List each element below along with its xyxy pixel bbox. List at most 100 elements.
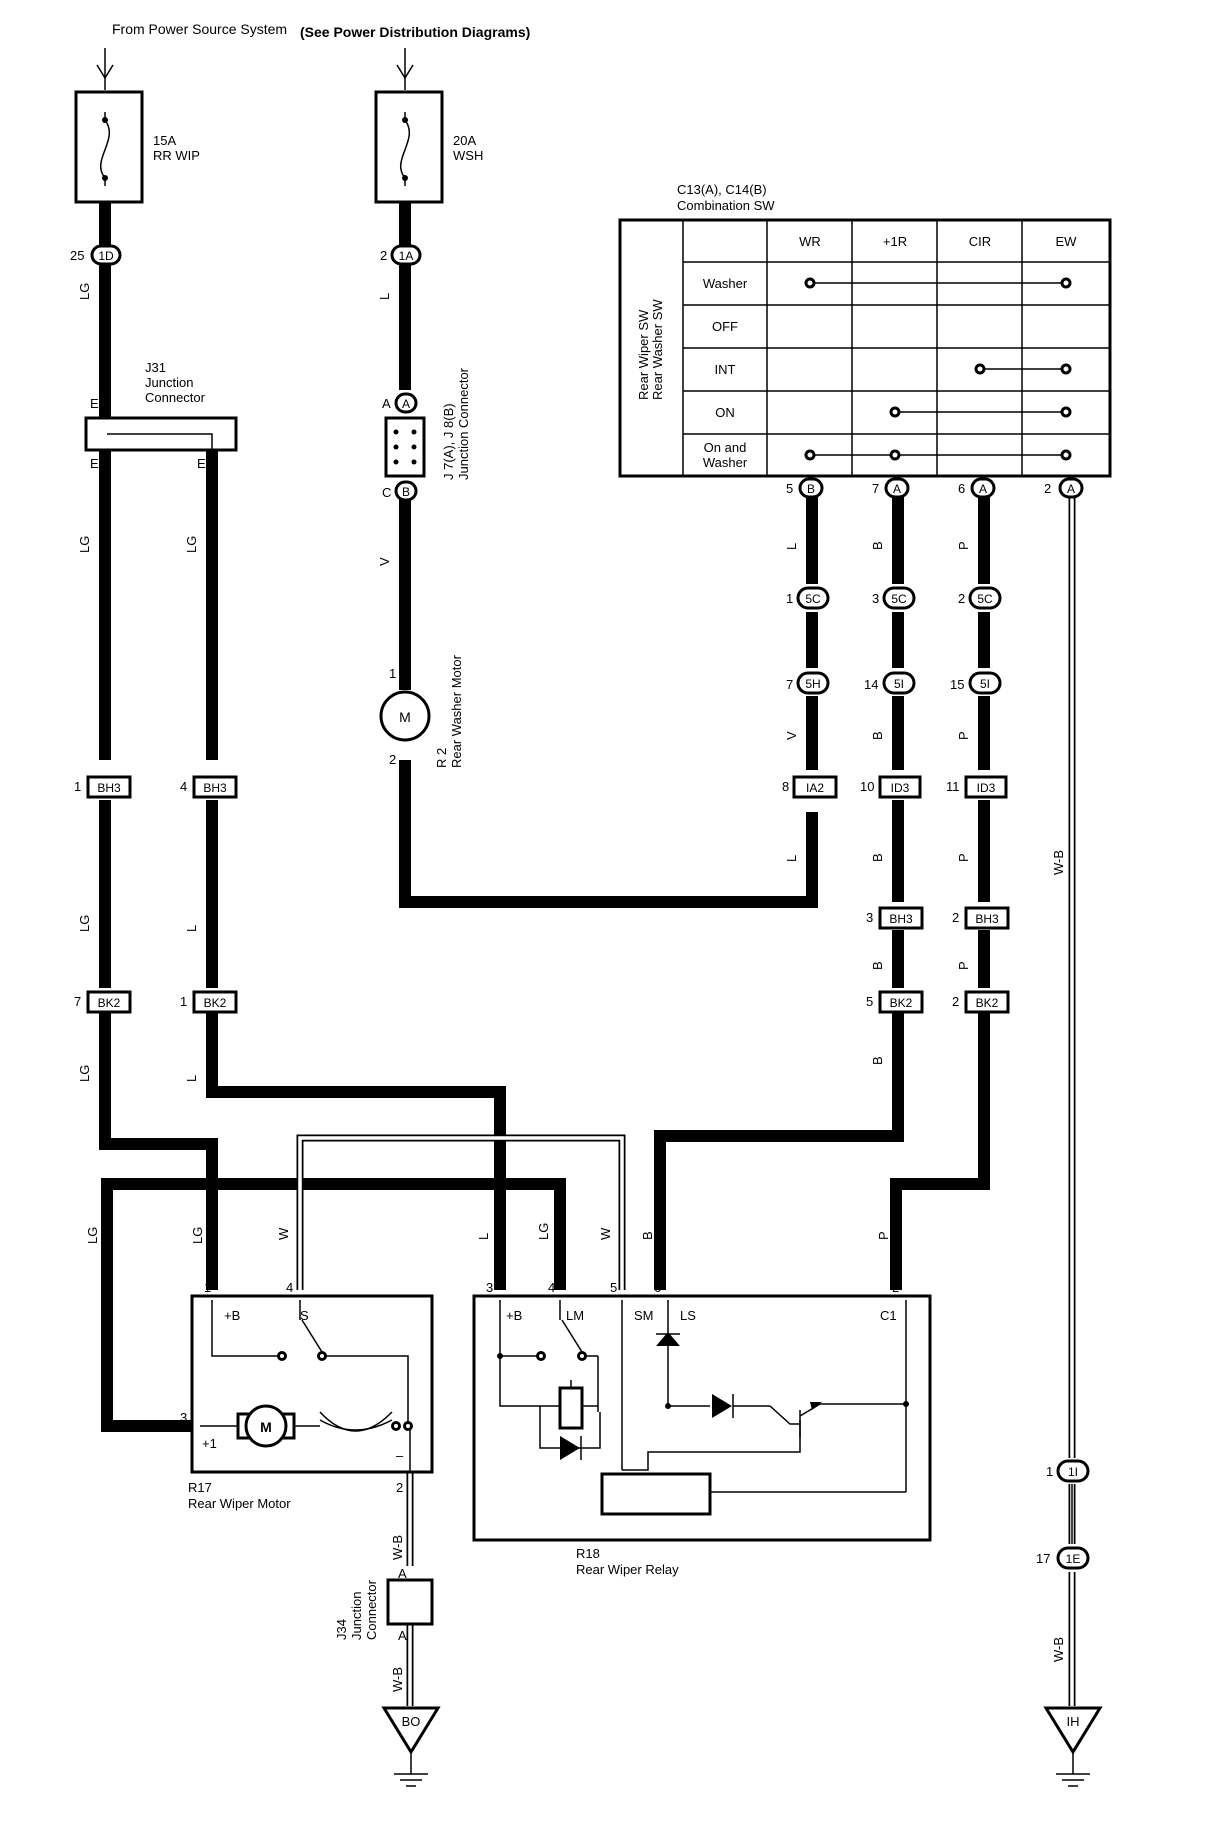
- svg-text:IA2: IA2: [806, 781, 824, 795]
- svg-text:1: 1: [1046, 1464, 1053, 1479]
- svg-text:C: C: [382, 485, 391, 500]
- svg-text:B: B: [870, 541, 885, 550]
- svg-text:Connector: Connector: [364, 1579, 379, 1640]
- svg-text:P: P: [956, 961, 971, 970]
- svg-text:LG: LG: [536, 1223, 551, 1240]
- svg-text:+1R: +1R: [883, 234, 907, 249]
- svg-text:1: 1: [389, 666, 396, 681]
- svg-text:2: 2: [958, 591, 965, 606]
- svg-text:R 2: R 2: [434, 748, 449, 768]
- fuse-name: RR WIP: [153, 148, 200, 163]
- connector-arrows: [811, 612, 1073, 1544]
- svg-text:S: S: [300, 1308, 309, 1323]
- svg-text:LG: LG: [190, 1227, 205, 1244]
- rear-wiper-relay: 3 4 5 6 2 +B LM SM LS C1: [472, 1280, 932, 1577]
- svg-text:P: P: [956, 541, 971, 550]
- svg-text:3: 3: [486, 1280, 493, 1295]
- svg-text:L: L: [184, 925, 199, 932]
- svg-text:B: B: [870, 961, 885, 970]
- connector-5c-2: 2 5C: [958, 586, 1002, 610]
- svg-text:BH3: BH3: [975, 912, 999, 926]
- svg-text:CIR: CIR: [969, 234, 991, 249]
- svg-text:LG: LG: [77, 283, 92, 300]
- switch-name: Combination SW: [677, 198, 775, 213]
- svg-text:LG: LG: [184, 536, 199, 553]
- svg-text:L: L: [377, 293, 392, 300]
- svg-text:5H: 5H: [805, 677, 820, 691]
- svg-text:5I: 5I: [894, 677, 904, 691]
- svg-text:BK2: BK2: [204, 996, 227, 1010]
- junction-j31: J31 Junction Connector E E E: [84, 360, 238, 471]
- svg-text:On and: On and: [704, 440, 747, 455]
- svg-text:B: B: [640, 1231, 655, 1240]
- svg-text:3: 3: [872, 591, 879, 606]
- svg-text:R17: R17: [188, 1480, 212, 1495]
- svg-text:17: 17: [1036, 1551, 1050, 1566]
- fuse-rating: 15A: [153, 133, 176, 148]
- svg-text:B: B: [870, 731, 885, 740]
- svg-text:E: E: [90, 396, 99, 411]
- svg-text:1A: 1A: [399, 249, 414, 263]
- svg-text:B: B: [402, 485, 410, 499]
- connector-5c-3: 3 5C: [872, 586, 916, 610]
- fuse-name: WSH: [453, 148, 483, 163]
- rear-wiper-motor: 1 4 3 2 +B S +1 – M R17 Rear Wiper Motor: [180, 1280, 434, 1511]
- svg-text:BK2: BK2: [976, 996, 999, 1010]
- svg-text:E: E: [90, 456, 99, 471]
- svg-text:LS: LS: [680, 1308, 696, 1323]
- svg-text:P: P: [956, 731, 971, 740]
- svg-text:B: B: [870, 1056, 885, 1065]
- svg-text:SM: SM: [634, 1308, 654, 1323]
- svg-text:2: 2: [380, 248, 387, 263]
- svg-text:L: L: [784, 855, 799, 862]
- svg-text:Washer: Washer: [703, 276, 748, 291]
- svg-text:L: L: [184, 1075, 199, 1082]
- svg-text:M: M: [260, 1419, 272, 1435]
- svg-text:7: 7: [872, 481, 879, 496]
- svg-text:Rear Washer SW: Rear Washer SW: [650, 299, 665, 400]
- svg-text:5C: 5C: [977, 592, 993, 606]
- svg-text:3: 3: [180, 1410, 187, 1425]
- combination-switch: C13(A), C14(B) Combination SW Rear Wiper…: [618, 182, 1112, 499]
- svg-text:W-B: W-B: [390, 1667, 405, 1692]
- svg-text:+1: +1: [202, 1436, 217, 1451]
- power-input-arrows: [96, 48, 414, 90]
- svg-text:INT: INT: [715, 362, 736, 377]
- svg-text:11: 11: [946, 779, 960, 794]
- svg-text:1D: 1D: [98, 249, 114, 263]
- svg-text:E: E: [197, 456, 206, 471]
- wire-color-labels: LG LG LG LG L LG L L V L B P V B P L B P…: [77, 283, 1066, 1692]
- svg-text:ID3: ID3: [891, 781, 910, 795]
- svg-text:R18: R18: [576, 1546, 600, 1561]
- svg-text:A: A: [893, 482, 901, 496]
- source-reference: (See Power Distribution Diagrams): [300, 24, 530, 40]
- svg-text:2: 2: [892, 1280, 899, 1295]
- svg-text:5C: 5C: [891, 592, 907, 606]
- svg-text:7: 7: [74, 994, 81, 1009]
- svg-text:BK2: BK2: [890, 996, 913, 1010]
- svg-text:A: A: [398, 1628, 407, 1643]
- rear-washer-motor: M 1 2 R 2 Rear Washer Motor: [379, 654, 464, 768]
- svg-text:A: A: [979, 482, 987, 496]
- svg-text:OFF: OFF: [712, 319, 738, 334]
- svg-text:1: 1: [786, 591, 793, 606]
- svg-text:2: 2: [389, 752, 396, 767]
- svg-text:BH3: BH3: [97, 781, 121, 795]
- junction-j7-j8: A A C B J 7(A), J 8(B) Junction Connecto…: [382, 367, 471, 502]
- svg-text:5I: 5I: [980, 677, 990, 691]
- svg-text:Rear Wiper Relay: Rear Wiper Relay: [576, 1562, 679, 1577]
- svg-text:ON: ON: [715, 405, 735, 420]
- svg-text:Junction: Junction: [145, 375, 193, 390]
- svg-text:15: 15: [950, 677, 964, 692]
- svg-text:A: A: [402, 397, 410, 411]
- svg-text:1: 1: [204, 1280, 211, 1295]
- connector-1a: 2 1A: [380, 244, 422, 266]
